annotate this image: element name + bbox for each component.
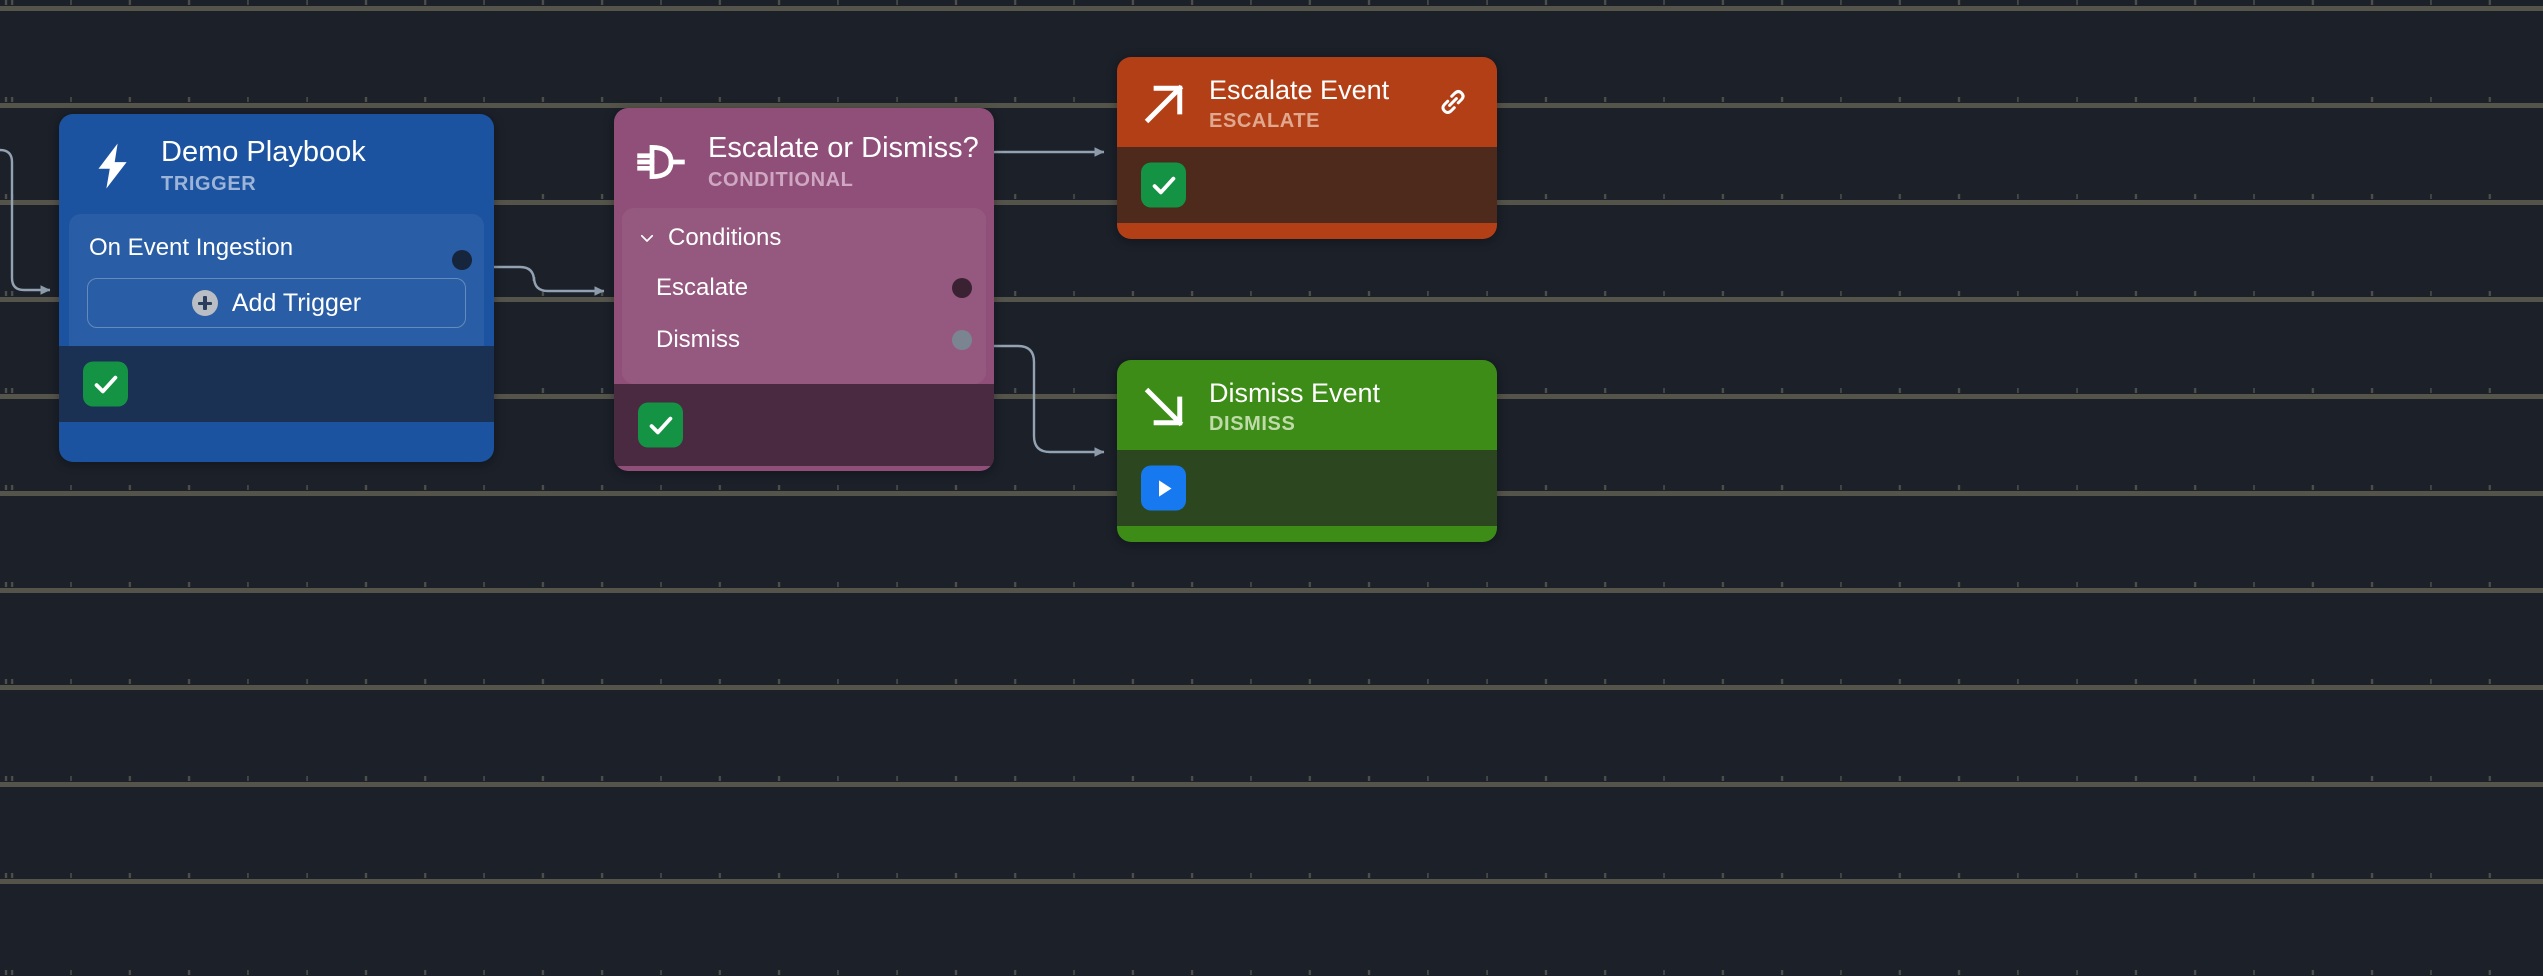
- node-footer: [614, 384, 994, 467]
- conditions-panel: Conditions Escalate Dismiss: [622, 208, 986, 385]
- logic-gate-icon: [634, 135, 688, 189]
- node-header[interactable]: Escalate or Dismiss? CONDITIONAL: [614, 108, 994, 208]
- add-trigger-button[interactable]: Add Trigger: [87, 278, 466, 329]
- node-trigger[interactable]: Demo Playbook TRIGGER On Event Ingestion…: [59, 114, 494, 462]
- status-badge-play[interactable]: [1141, 465, 1186, 511]
- arrow-down-right-icon: [1137, 380, 1191, 434]
- node-footer: [1117, 147, 1497, 224]
- conditions-toggle[interactable]: Conditions: [622, 220, 986, 262]
- arrow-up-right-icon: [1137, 77, 1191, 131]
- node-header[interactable]: Escalate Event ESCALATE: [1117, 57, 1497, 171]
- node-title: Demo Playbook: [161, 136, 366, 168]
- trigger-panel: On Event Ingestion Add Trigger: [69, 214, 484, 347]
- condition-row-dismiss[interactable]: Dismiss: [622, 314, 986, 366]
- lightning-bolt-icon: [85, 139, 139, 193]
- node-header[interactable]: Dismiss Event DISMISS: [1117, 360, 1497, 474]
- status-badge-check[interactable]: [83, 361, 128, 407]
- status-badge-check[interactable]: [638, 402, 683, 448]
- chevron-down-icon: [638, 229, 656, 247]
- node-header[interactable]: Demo Playbook TRIGGER: [59, 114, 494, 214]
- link-icon[interactable]: [1435, 84, 1471, 120]
- node-conditional[interactable]: Escalate or Dismiss? CONDITIONAL Conditi…: [614, 108, 994, 471]
- node-title: Dismiss Event: [1209, 378, 1381, 408]
- condition-label: Escalate: [656, 274, 749, 302]
- node-footer: [1117, 450, 1497, 527]
- output-handle-dismiss[interactable]: [952, 330, 972, 351]
- conditions-label: Conditions: [668, 224, 782, 252]
- node-footer: [59, 346, 494, 423]
- edge-incoming-trigger: [0, 148, 51, 295]
- node-kind-label: TRIGGER: [161, 173, 257, 196]
- node-kind-label: CONDITIONAL: [708, 169, 854, 192]
- output-handle-escalate[interactable]: [952, 278, 972, 299]
- condition-label: Dismiss: [656, 326, 740, 354]
- trigger-row-label: On Event Ingestion: [89, 234, 294, 262]
- plus-circle-icon: [191, 290, 218, 317]
- node-title: Escalate or Dismiss?: [708, 132, 979, 164]
- node-escalate[interactable]: Escalate Event ESCALATE: [1117, 57, 1497, 239]
- node-dismiss[interactable]: Dismiss Event DISMISS: [1117, 360, 1497, 542]
- node-kind-label: DISMISS: [1209, 413, 1296, 436]
- node-title: Escalate Event: [1209, 75, 1390, 105]
- node-kind-label: ESCALATE: [1209, 110, 1321, 133]
- output-handle-trigger[interactable]: [452, 250, 472, 271]
- add-trigger-label: Add Trigger: [231, 288, 362, 317]
- condition-row-escalate[interactable]: Escalate: [622, 262, 986, 314]
- status-badge-check[interactable]: [1141, 162, 1186, 208]
